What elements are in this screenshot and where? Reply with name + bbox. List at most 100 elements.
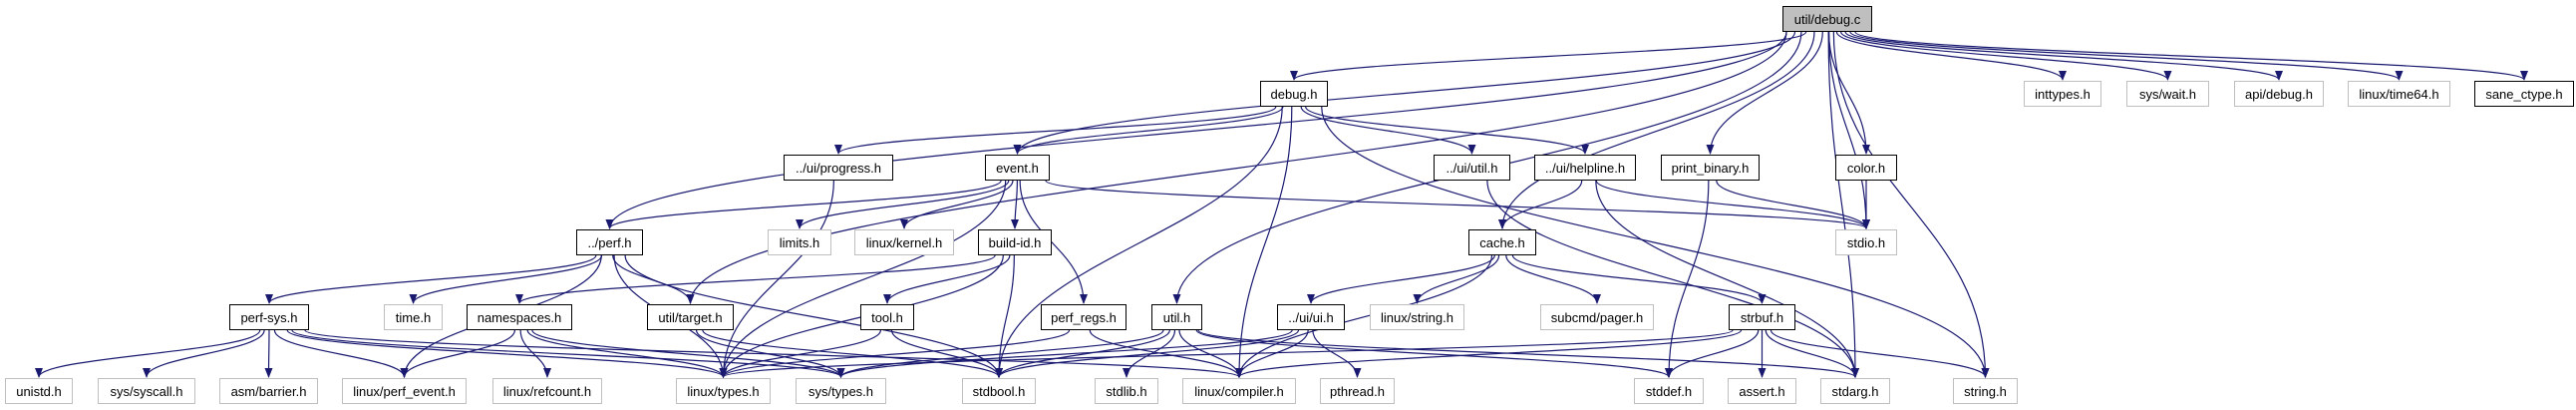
edge-util-to-stdbool <box>995 329 1170 378</box>
edge-debug_c-to-color <box>1827 31 1870 155</box>
node-linux-kernel-h: linux/kernel.h <box>854 229 954 255</box>
edge-perf-to-stdbool <box>624 254 1003 378</box>
node-util-h[interactable]: util.h <box>1151 304 1202 330</box>
node-cache-h[interactable]: cache.h <box>1468 229 1536 255</box>
node-sys-syscall-h: sys/syscall.h <box>98 378 195 404</box>
node-subcmd-pager-h: subcmd/pager.h <box>1540 304 1654 330</box>
edge-perfregs-to-ltypes <box>719 329 1071 378</box>
edge-tool-to-stdbool <box>890 329 1003 378</box>
edge-debug_c-to-target <box>686 31 1787 304</box>
node-strbuf-h[interactable]: strbuf.h <box>1729 304 1795 330</box>
edge-namespaces-to-ltypes <box>526 329 728 378</box>
node-linux-types-h: linux/types.h <box>676 378 771 404</box>
node-perf-regs-h[interactable]: perf_regs.h <box>1041 304 1127 330</box>
edge-perfsys-to-syscall <box>143 329 265 378</box>
edge-strbuf-to-ltypes <box>719 329 1734 378</box>
edge-debug_c-to-stdarg <box>1827 31 1859 378</box>
edge-debug_c-to-cache <box>1498 31 1815 229</box>
edge-util-to-stdarg <box>1197 329 1859 378</box>
node-linux-time64-h: linux/time64.h <box>2348 81 2450 107</box>
node-namespaces-h[interactable]: namespaces.h <box>467 304 572 330</box>
edge-event-to-limits <box>796 180 1010 229</box>
node-stddef-h: stddef.h <box>1634 378 1704 404</box>
edge-debug_c-to-perf <box>605 31 1787 229</box>
node-print-binary-h[interactable]: print_binary.h <box>1661 155 1760 181</box>
node-unistd-h: unistd.h <box>5 378 73 404</box>
node-stdbool-h: stdbool.h <box>962 378 1036 404</box>
edge-debug_c-to-syswait <box>1840 31 2172 81</box>
edge-debug_c-to-stdio <box>1827 31 1870 229</box>
node-asm-barrier-h: asm/barrier.h <box>219 378 318 404</box>
edge-perfregs-to-compiler <box>1089 329 1243 378</box>
edge-event-to-ltypes <box>719 180 1007 378</box>
edge-strbuf-to-stddef <box>1665 329 1760 378</box>
node-debug-h[interactable]: debug.h <box>1260 81 1328 107</box>
node-util-debug-c[interactable]: util/debug.c <box>1782 6 1872 32</box>
node-tool-h[interactable]: tool.h <box>860 304 914 330</box>
edge-target-to-stdbool <box>702 329 1003 378</box>
edge-uiutil-to-stdarg <box>1486 180 1859 378</box>
edge-target-to-systypes <box>695 329 845 378</box>
edge-debug_h-to-string <box>1321 106 1990 378</box>
edge-namespaces-to-refcount <box>519 329 551 378</box>
edge-perfsys-to-systypes <box>291 329 845 378</box>
edge-event-to-perf <box>605 180 1002 229</box>
edge-perfsys-to-compiler <box>304 329 1243 378</box>
edge-helpline-to-stdarg <box>1595 180 1859 378</box>
node-perf-h[interactable]: ../perf.h <box>576 229 643 255</box>
node-stdio-h: stdio.h <box>1835 229 1897 255</box>
edge-cache-to-pager <box>1505 254 1601 304</box>
edge-tool-to-ltypes <box>719 329 882 378</box>
edge-event-to-stdio <box>1045 180 1870 229</box>
edge-debug_c-to-inttypes <box>1835 31 2067 81</box>
edge-buildid-to-tool <box>883 254 1011 304</box>
node-ui-helpline-h[interactable]: ../ui/helpline.h <box>1534 155 1636 181</box>
edge-perf-to-time <box>409 254 603 304</box>
node-limits-h: limits.h <box>768 229 831 255</box>
edge-cache-to-lstring <box>1413 254 1500 304</box>
node-build-id-h[interactable]: build-id.h <box>978 229 1052 255</box>
edge-helpline-to-cache <box>1498 180 1583 229</box>
edge-debug_h-to-compiler <box>1235 106 1293 378</box>
node-event-h[interactable]: event.h <box>985 155 1050 181</box>
edge-debug_c-to-event <box>1013 31 1796 155</box>
node-perf-sys-h[interactable]: perf-sys.h <box>229 304 309 330</box>
edge-namespaces-to-perfevent <box>400 329 515 378</box>
node-linux-perf-event-h: linux/perf_event.h <box>342 378 467 404</box>
edge-cache-to-strbuf <box>1511 254 1767 304</box>
node-stdarg-h: stdarg.h <box>1820 378 1890 404</box>
node-linux-string-h: linux/string.h <box>1370 304 1464 330</box>
node-ui-ui-h[interactable]: ../ui/ui.h <box>1277 304 1345 330</box>
edge-debug_c-to-time64 <box>1849 31 2404 81</box>
edge-perfsys-to-perfevent <box>273 329 409 378</box>
node-ui-util-h[interactable]: ../ui/util.h <box>1434 155 1510 181</box>
node-ui-progress-h[interactable]: ../ui/progress.h <box>784 155 893 181</box>
edge-debug_c-to-printbin <box>1706 31 1823 155</box>
edge-event-to-kernel <box>900 180 1014 229</box>
node-time-h: time.h <box>384 304 443 330</box>
edge-debug_c-to-sanectype <box>1854 31 2528 81</box>
edge-printbin-to-stdio <box>1716 180 1870 229</box>
edge-perfsys-to-unistd <box>35 329 261 378</box>
node-util-target-h[interactable]: util/target.h <box>647 304 734 330</box>
node-color-h[interactable]: color.h <box>1835 155 1897 181</box>
node-sane-ctype-h[interactable]: sane_ctype.h <box>2474 81 2574 107</box>
edge-strbuf-to-stdarg <box>1765 329 1859 378</box>
edge-printbin-to-stddef <box>1665 180 1710 378</box>
edge-uiui-to-systypes <box>836 329 1293 378</box>
node-stdlib-h: stdlib.h <box>1095 378 1158 404</box>
edge-perf-to-perfsys <box>265 254 597 304</box>
edge-buildid-to-namespaces <box>515 254 996 304</box>
node-sys-wait-h: sys/wait.h <box>2126 81 2209 107</box>
edge-debug_h-to-helpline <box>1305 106 1589 155</box>
edge-debug_h-to-event <box>1013 106 1284 155</box>
edge-event-to-buildid <box>1011 180 1020 229</box>
edge-util-to-systypes <box>836 329 1164 378</box>
edge-debug_c-to-string <box>1832 31 1990 378</box>
edge-cache-to-uiui <box>1307 254 1495 304</box>
edge-strbuf-to-compiler <box>1235 329 1743 378</box>
node-sys-types-h: sys/types.h <box>796 378 886 404</box>
node-inttypes-h: inttypes.h <box>2024 81 2101 107</box>
edge-debug_h-to-stdbool <box>995 106 1283 378</box>
